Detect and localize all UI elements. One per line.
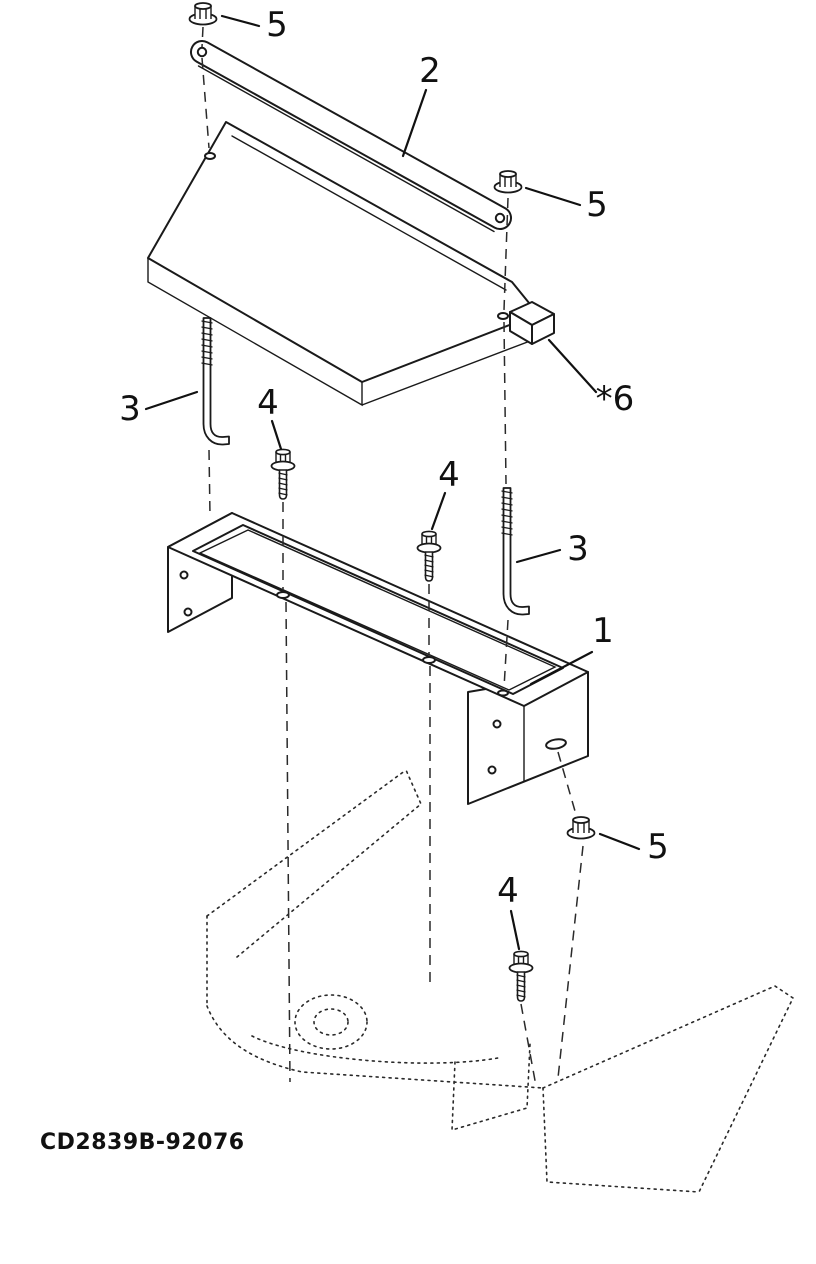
mount-bracket-part-1 [167, 512, 589, 805]
chassis-bore [294, 994, 368, 1050]
callout-5-top: 5 [266, 5, 288, 45]
j-bolt-right [500, 487, 530, 616]
callout-5-bottom: 5 [647, 827, 669, 867]
drawing-code: CD2839B-92076 [40, 1130, 245, 1155]
callout-6: *6 [596, 379, 635, 419]
callout-3-left: 3 [119, 389, 141, 429]
chassis-outline [206, 769, 795, 1193]
callout-4-left: 4 [257, 383, 279, 423]
flange-bolt-left [270, 448, 296, 500]
support-plate [147, 121, 539, 407]
flange-nut-top [188, 2, 218, 26]
flange-nut-mid [493, 170, 523, 194]
spacer-part-6 [509, 301, 555, 345]
callout-4-mid: 4 [438, 455, 460, 495]
callout-leader-lines [144, 14, 641, 951]
assembly-center-lines [201, 26, 584, 1087]
j-bolt-left [200, 317, 230, 446]
flange-bolt-mid [416, 530, 442, 582]
callout-3-right: 3 [567, 529, 589, 569]
callout-4-bottom: 4 [497, 871, 519, 911]
callout-numbers: 5 2 5 *6 3 4 4 3 1 5 4 [119, 5, 669, 911]
callout-5-mid: 5 [586, 185, 608, 225]
callout-2: 2 [419, 51, 441, 91]
strap-part-2 [190, 39, 512, 233]
bracket-slot [545, 738, 567, 750]
flange-bolt-bottom [508, 950, 534, 1002]
callout-1: 1 [592, 611, 614, 651]
flange-nut-bottom [566, 816, 596, 840]
